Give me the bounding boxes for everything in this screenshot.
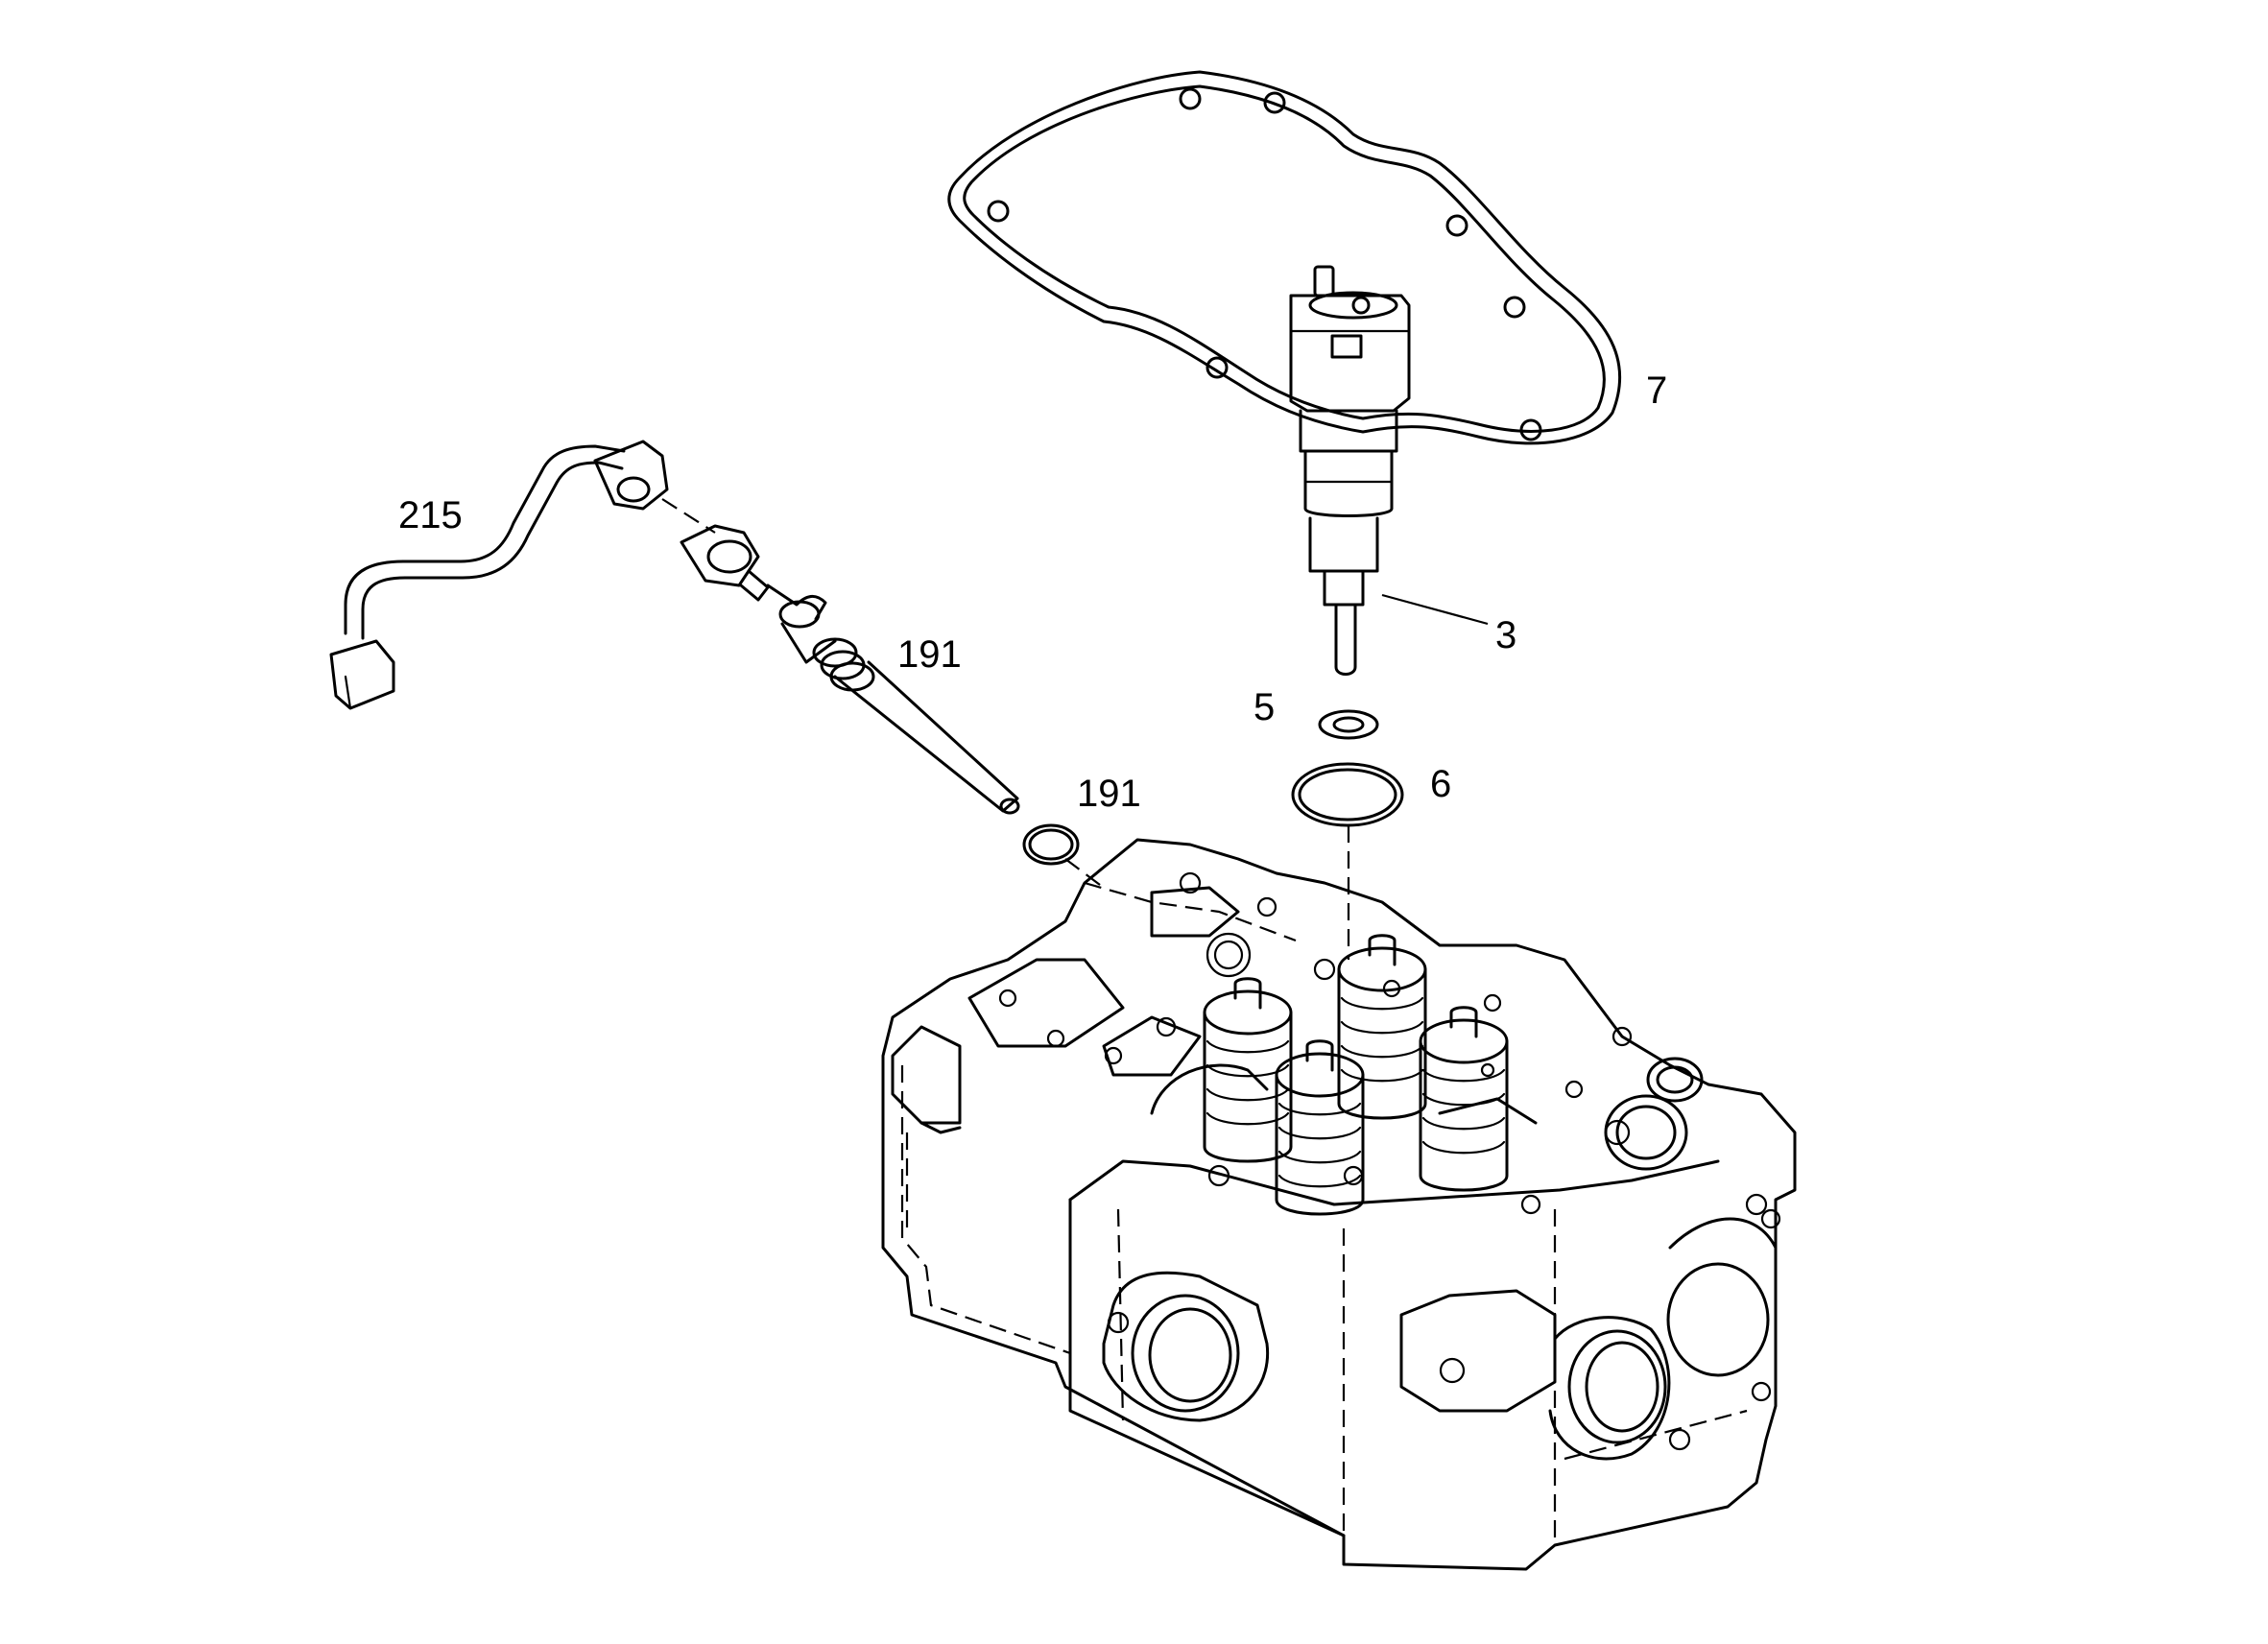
callout-3: 3	[1495, 614, 1516, 656]
o-ring-large	[1291, 762, 1404, 827]
cylinder-head	[881, 838, 1797, 1571]
fuel-injection-line	[329, 440, 669, 710]
callout-6: 6	[1430, 763, 1451, 805]
sealing-washer	[1318, 709, 1379, 740]
valve-spring-1	[1203, 977, 1293, 1163]
valve-spring-2	[1337, 934, 1427, 1120]
valve-spring-3	[1275, 1039, 1365, 1216]
callout-7: 7	[1646, 369, 1667, 412]
pressure-pipe-fitting	[680, 524, 1020, 815]
valve-cover-gasket	[947, 70, 1622, 445]
callout-215: 215	[398, 494, 463, 536]
fitting-axis	[1064, 858, 1105, 889]
callout-191-lower: 191	[1077, 773, 1141, 815]
valve-spring-4	[1419, 1006, 1509, 1192]
small-o-ring	[1022, 823, 1080, 866]
callout-5: 5	[1253, 686, 1275, 728]
callout-191-upper: 191	[897, 633, 962, 676]
fuel-injector	[1289, 265, 1411, 676]
fuel-line-axis	[661, 498, 716, 534]
leader-3	[1381, 593, 1489, 626]
